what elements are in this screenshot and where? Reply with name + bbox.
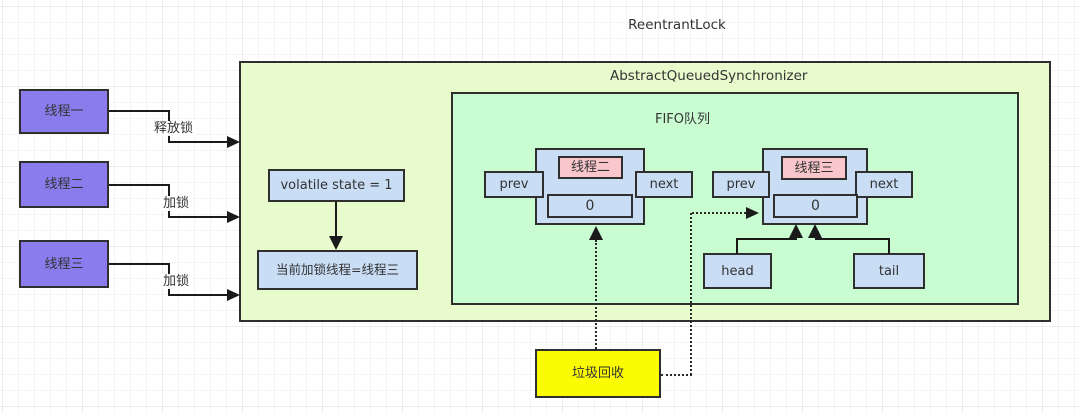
gc-arrowhead-node2: [746, 207, 759, 219]
gc-arrowhead-node1: [589, 226, 603, 240]
thread3-action-label: 加锁: [160, 274, 193, 289]
node1-prev-box: prev: [484, 171, 544, 198]
node1-state-value: 0: [585, 198, 595, 214]
node1-thread-label: 线程二: [570, 160, 610, 175]
node1-next-label: next: [649, 177, 679, 192]
node1-next-box: next: [635, 171, 693, 198]
thread1-action-label: 释放锁: [151, 121, 197, 136]
thread1-label: 线程一: [44, 104, 84, 119]
thread3-label: 线程三: [44, 256, 84, 272]
thread1-arrowhead: [227, 136, 240, 148]
diagram-title: ReentrantLock: [628, 17, 726, 33]
current-thread-label: 当前加锁线程=线程三: [276, 261, 399, 277]
tail-arrowhead: [808, 224, 822, 238]
node1-state-box: 0: [547, 194, 633, 218]
node2-state-value: 0: [811, 198, 820, 214]
node2-prev-box: prev: [712, 171, 770, 198]
head-label: head: [721, 263, 754, 279]
head-arrowhead: [789, 224, 803, 238]
state-to-current-arrowhead: [329, 236, 343, 250]
thread2-label: 线程二: [44, 177, 84, 192]
thread1-box: 线程一: [19, 89, 109, 134]
node1-thread-tag: 线程二: [558, 156, 623, 179]
thread2-action-label: 加锁: [160, 196, 193, 211]
node2-thread-tag: 线程三: [781, 156, 847, 180]
head-box: head: [703, 253, 772, 289]
current-thread-box: 当前加锁线程=线程三: [257, 250, 418, 290]
node2-state-box: 0: [773, 194, 858, 218]
thread2-box: 线程二: [19, 161, 109, 208]
fifo-queue-label: FIFO队列: [655, 112, 711, 127]
garbage-collection-label: 垃圾回收: [571, 366, 624, 381]
thread3-arrowhead: [227, 289, 240, 301]
tail-label: tail: [878, 263, 900, 279]
volatile-state-box: volatile state = 1: [268, 169, 405, 202]
tail-box: tail: [853, 253, 925, 289]
node2-next-label: next: [869, 177, 899, 192]
volatile-state-label: volatile state = 1: [280, 178, 393, 193]
thread3-box: 线程三: [19, 240, 109, 288]
garbage-collection-box: 垃圾回收: [535, 349, 661, 398]
node1-prev-label: prev: [499, 177, 529, 192]
aqs-label: AbstractQueuedSynchronizer: [610, 68, 808, 84]
node2-next-box: next: [855, 171, 913, 198]
node2-prev-label: prev: [726, 177, 756, 192]
node2-thread-label: 线程三: [794, 160, 834, 176]
thread2-arrowhead: [227, 211, 240, 223]
